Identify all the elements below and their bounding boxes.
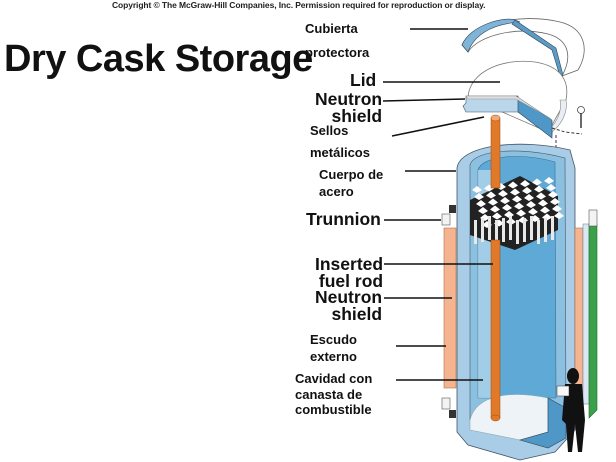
basket-cell [554, 212, 564, 219]
leader-lid-neutron-shield [382, 98, 466, 102]
leader-lines [382, 28, 500, 381]
basket-cell [534, 185, 544, 193]
basket-cell [484, 184, 494, 192]
basket-fin [509, 216, 512, 240]
label-line: Neutron [315, 89, 383, 109]
basket-cell [552, 205, 562, 212]
copyright-notice: Copyright © The McGraw-Hill Companies, I… [112, 0, 486, 10]
protective-cover [461, 18, 585, 77]
basket-fin [495, 220, 498, 244]
label-line: shield [331, 106, 383, 127]
label-line: fuel rod [318, 271, 384, 292]
side-neutron-shield [443, 227, 457, 389]
basket-fin [516, 220, 519, 244]
basket-cell [546, 184, 556, 191]
lid-neutron-shield [462, 95, 553, 139]
label-escudo: Escudo externo [310, 333, 357, 363]
label-line: Cuerpo de [319, 167, 384, 182]
basket-cell [500, 197, 510, 204]
label-cubierta: Cubierta protectora [305, 22, 369, 59]
label-side-neutron-shield: Neutron shield [315, 287, 383, 325]
basket-cell [536, 192, 546, 200]
person-silhouette-icon [556, 368, 585, 452]
outer-green-shell [588, 223, 598, 419]
basket-fin [551, 216, 554, 240]
basket-cell [526, 201, 536, 208]
label-line: Neutron [315, 287, 383, 307]
basket-cell [516, 209, 526, 217]
label-sellos: Sellos metálicos [310, 124, 370, 159]
basket-cell [522, 187, 532, 194]
label-cavidad: Cavidad con canasta de combustible [295, 372, 372, 417]
basket-cell [540, 206, 550, 214]
label-line: Cubierta [305, 21, 358, 36]
label-line: Inserted [315, 254, 384, 274]
diagram-title: Dry Cask Storage [4, 38, 313, 80]
label-lid: Lid [350, 70, 377, 90]
basket-fin [530, 216, 533, 240]
fuel-basket [470, 176, 564, 250]
label-cuerpo: Cuerpo de acero [319, 168, 383, 198]
basket-cell [524, 194, 534, 201]
basket-fin [502, 218, 505, 242]
basket-cell [550, 198, 560, 205]
basket-cell [528, 208, 538, 215]
basket-cell [486, 191, 496, 199]
basket-cell [478, 207, 488, 214]
basket-fin [537, 220, 540, 244]
label-line: Sellos [310, 123, 349, 138]
label-lid-neutron-shield: Neutron shield [315, 89, 383, 127]
outer-shield-right [582, 223, 590, 405]
trunnion-top-left [441, 205, 456, 226]
label-line: Cavidad con [295, 371, 373, 386]
basket-fin [481, 218, 484, 242]
label-line: metálicos [310, 144, 370, 160]
basket-cell [502, 204, 512, 211]
basket-fin [474, 220, 477, 244]
basket-cell [532, 178, 542, 186]
label-trunnion: Trunnion [306, 209, 381, 229]
basket-fin [488, 216, 491, 240]
trunnion-bottom-left [441, 397, 456, 418]
basket-cell [520, 180, 530, 187]
label-line: Escudo [310, 332, 357, 347]
basket-cell [472, 186, 482, 193]
label-fuel-rod: Inserted fuel rod [315, 254, 384, 292]
trunnion-right [588, 209, 598, 227]
basket-fin [523, 218, 526, 242]
label-line: canasta de [295, 386, 363, 402]
label-line: acero [319, 183, 354, 199]
fuel-rod [490, 114, 501, 422]
basket-cell [512, 195, 522, 203]
leader-sellos [391, 116, 485, 137]
basket-fin [544, 218, 547, 242]
basket-cell [474, 193, 484, 200]
label-line: combustible [295, 402, 372, 418]
basket-cell [492, 212, 502, 220]
basket-cell [508, 181, 518, 189]
basket-cell [488, 198, 498, 206]
basket-cell [476, 200, 486, 207]
label-line: shield [331, 304, 383, 325]
label-line: protectora [305, 44, 370, 60]
basket-cell [548, 191, 558, 198]
label-line: externo [310, 348, 357, 364]
basket-cell [510, 188, 520, 196]
basket-cell [490, 205, 500, 213]
basket-cell [538, 199, 548, 207]
basket-cell [514, 202, 524, 210]
basket-cell [544, 177, 554, 184]
basket-cell [498, 190, 508, 197]
